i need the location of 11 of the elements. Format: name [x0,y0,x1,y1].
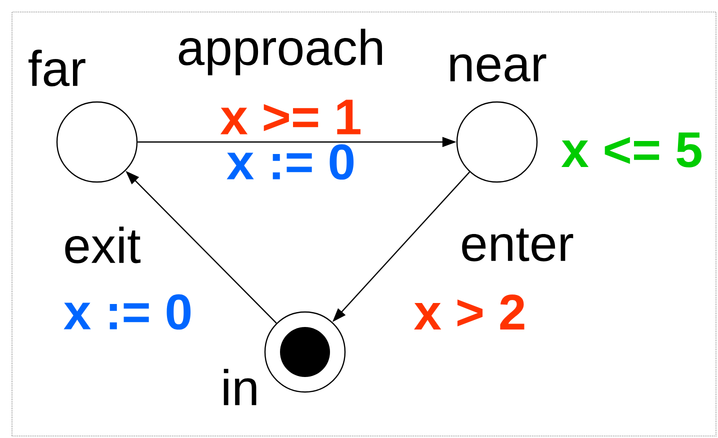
node-label: in [224,368,256,406]
edge-label: enter [462,228,574,262]
edge-label: exit [65,226,141,264]
node-label: far [28,50,86,86]
invariant-label: x <= 5 [561,132,702,168]
reset-label: x := 0 [226,144,354,180]
guard-label: x > 2 [414,294,524,330]
node-label: near [450,54,546,82]
edge-label: approach [178,28,382,76]
reset-label: x := 0 [64,294,191,330]
guard-label: x >= 1 [220,100,360,134]
